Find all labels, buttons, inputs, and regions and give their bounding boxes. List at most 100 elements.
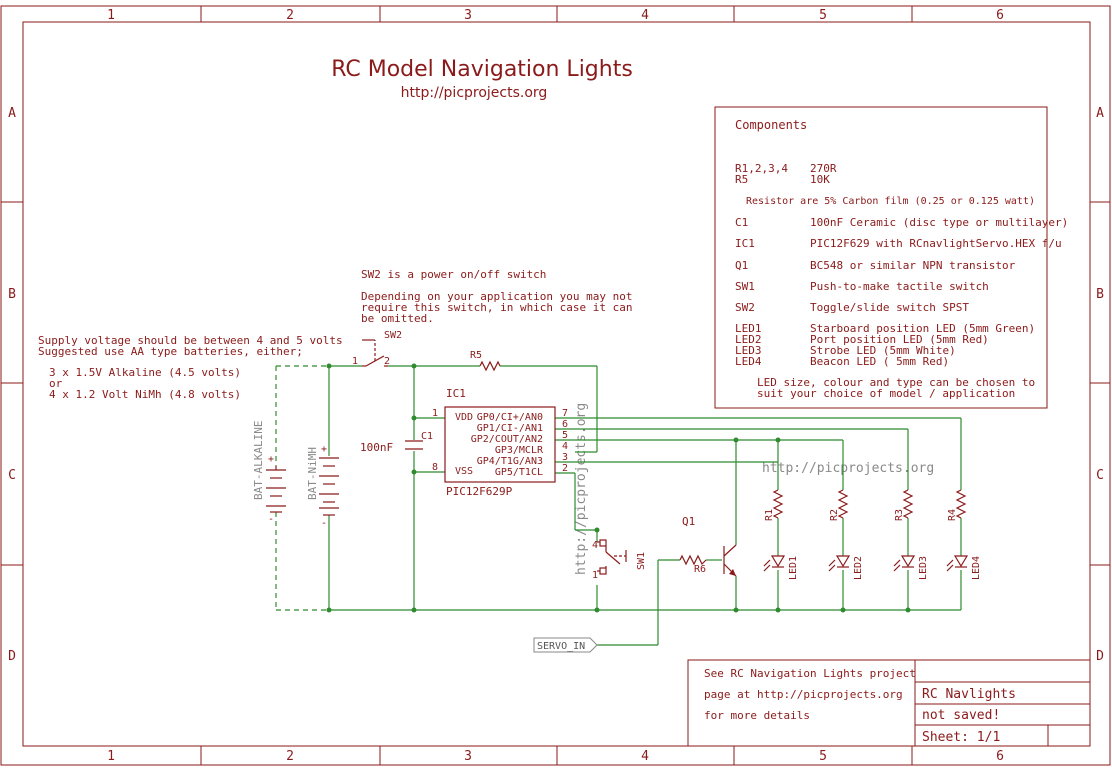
comp-ref-led2: LED2 xyxy=(735,333,762,346)
comp-desc-ic1: PIC12F629 with RCnavlightServo.HEX f/u xyxy=(810,237,1062,250)
col-label-1-bottom: 1 xyxy=(107,749,115,764)
led3-label: LED3 xyxy=(918,556,929,580)
supply-note-line3: 3 x 1.5V Alkaline (4.5 volts) xyxy=(49,366,241,379)
supply-note-line1: Supply voltage should be between 4 and 5… xyxy=(38,334,343,347)
col-label-2: 2 xyxy=(286,8,294,23)
page-url: http://picprojects.org xyxy=(401,85,548,101)
comp-ref-sw2: SW2 xyxy=(735,301,755,314)
comp-ref-c1: C1 xyxy=(735,216,748,229)
row-label-d: D xyxy=(8,649,16,664)
components-heading: Components xyxy=(735,118,807,132)
outer-frame xyxy=(0,5,1111,766)
c1-label: C1 xyxy=(421,431,433,442)
ic1-part: PIC12F629P xyxy=(446,485,513,498)
col-label-4-bottom: 4 xyxy=(641,749,649,764)
ic-pin-name-gp4: GP4/T1G/AN3 xyxy=(477,456,543,467)
wires xyxy=(275,365,962,646)
ic-pin-num-2: 2 xyxy=(562,463,568,474)
row-label-c: C xyxy=(8,468,16,483)
ic-pin-name-gp0: GP0/CI+/AN0 xyxy=(477,412,543,423)
sheet-number: Sheet: 1/1 xyxy=(922,730,1000,745)
watermark-horizontal: http://picprojects.org xyxy=(762,461,934,476)
bat-nimh-label: BAT-NiMH xyxy=(306,447,319,500)
battery-alkaline: + - BAT-ALKALINE xyxy=(252,421,286,525)
row-label-d-right: D xyxy=(1096,649,1104,664)
switch-sw1: 4 1 SW1 xyxy=(592,539,647,581)
ic-pin-num-1: 1 xyxy=(432,408,438,419)
row-label-a: A xyxy=(8,106,16,121)
col-label-3-bottom: 3 xyxy=(464,749,472,764)
bat-nimh-minus: - xyxy=(321,518,327,529)
sw2-pin2: 2 xyxy=(384,356,390,367)
ic-pin-num-4: 4 xyxy=(562,441,568,452)
col-label-5: 5 xyxy=(819,8,827,23)
bat-alk-minus: - xyxy=(268,514,274,525)
components-box xyxy=(714,106,1048,409)
components-text: Components R1,2,3,4 270R R5 10K Resistor… xyxy=(735,118,1068,400)
led-3: LED3 xyxy=(893,555,929,580)
led-note-1: LED size, colour and type can be chosen … xyxy=(757,376,1035,389)
comp-ref-led3: LED3 xyxy=(735,344,762,357)
col-label-2-bottom: 2 xyxy=(286,749,294,764)
led1-label: LED1 xyxy=(788,556,799,580)
led-1: LED1 xyxy=(763,555,799,580)
col-label-6: 6 xyxy=(996,8,1004,23)
resistor-refs-2: R5 xyxy=(735,173,748,186)
resistor-vals-2: 10K xyxy=(810,173,830,186)
resistor-r3: R3 xyxy=(894,489,914,521)
ic1-label: IC1 xyxy=(446,387,466,400)
col-label-6-bottom: 6 xyxy=(996,749,1004,764)
bat-nimh-plus: + xyxy=(321,444,327,455)
servo-in-port: SERVO_IN xyxy=(533,637,598,653)
sw2-note-line2: Depending on your application you may no… xyxy=(361,290,633,303)
supply-note-line4: or xyxy=(49,377,63,390)
resistor-r4: R4 xyxy=(947,489,967,521)
comp-desc-sw1: Push-to-make tactile switch xyxy=(810,280,989,293)
info-line2: page at http://picprojects.org xyxy=(704,688,903,701)
sw2-note-line3: require this switch, in which case it ca… xyxy=(361,301,633,314)
row-labels: A B C D A B C D xyxy=(8,106,1104,664)
bat-alk-label: BAT-ALKALINE xyxy=(252,421,265,500)
r4-label: R4 xyxy=(947,509,958,521)
sw2-note-line4: be omitted. xyxy=(361,312,434,325)
column-dividers xyxy=(1,6,1110,765)
column-labels: 1 2 3 4 5 6 1 2 3 4 5 6 xyxy=(107,8,1004,764)
comp-ref-led4: LED4 xyxy=(735,355,762,368)
col-label-1: 1 xyxy=(107,8,115,23)
ic-pin-num-5: 5 xyxy=(562,430,568,441)
sw1-pin1: 1 xyxy=(592,570,598,581)
comp-desc-q1: BC548 or similar NPN transistor xyxy=(810,259,1016,272)
ic-pin-name-gp1: GP1/CI-/AN1 xyxy=(477,423,543,434)
q1-label: Q1 xyxy=(682,515,695,528)
resistor-vals-1: 270R xyxy=(810,162,837,175)
ic-pin-name-gp3: GP3/MCLR xyxy=(495,445,544,456)
sw2-pin1: 1 xyxy=(352,356,358,367)
comp-desc-led4: Beacon LED ( 5mm Red) xyxy=(810,355,949,368)
sw2-note-line1: SW2 is a power on/off switch xyxy=(361,268,546,281)
ic-pin-num-6: 6 xyxy=(562,419,568,430)
row-label-b: B xyxy=(8,287,16,302)
r5-label: R5 xyxy=(470,350,482,361)
led-note-2: suit your choice of model / application xyxy=(757,387,1015,400)
supply-note-line2: Suggested use AA type batteries, either; xyxy=(38,345,303,358)
col-label-5-bottom: 5 xyxy=(819,749,827,764)
capacitor-c1: C1 100nF xyxy=(360,431,433,454)
ic-pin-name-gp5: GP5/T1CL xyxy=(495,467,543,478)
comp-desc-led3: Strobe LED (5mm White) xyxy=(810,344,956,357)
ic-pin-name-vdd: VDD xyxy=(455,412,473,423)
ic-pin-num-7: 7 xyxy=(562,408,568,419)
c1-value: 100nF xyxy=(360,441,393,454)
r2-label: R2 xyxy=(829,509,840,521)
supply-note: Supply voltage should be between 4 and 5… xyxy=(38,334,343,401)
r1-label: R1 xyxy=(764,509,775,521)
servo-in-label: SERVO_IN xyxy=(537,641,585,652)
ic-pin-num-3: 3 xyxy=(562,452,568,463)
ic1: IC1 PIC12F629P 1 VDD 8 VSS 7 GP0/CI+/AN0… xyxy=(432,387,568,498)
comp-desc-led2: Port position LED (5mm Red) xyxy=(810,333,989,346)
led4-label: LED4 xyxy=(971,556,982,580)
switch-sw2: SW2 1 2 xyxy=(352,330,402,367)
info-line3: for more details xyxy=(704,709,810,722)
battery-nimh: + - BAT-NiMH xyxy=(306,444,339,529)
sw1-label: SW1 xyxy=(636,552,647,570)
